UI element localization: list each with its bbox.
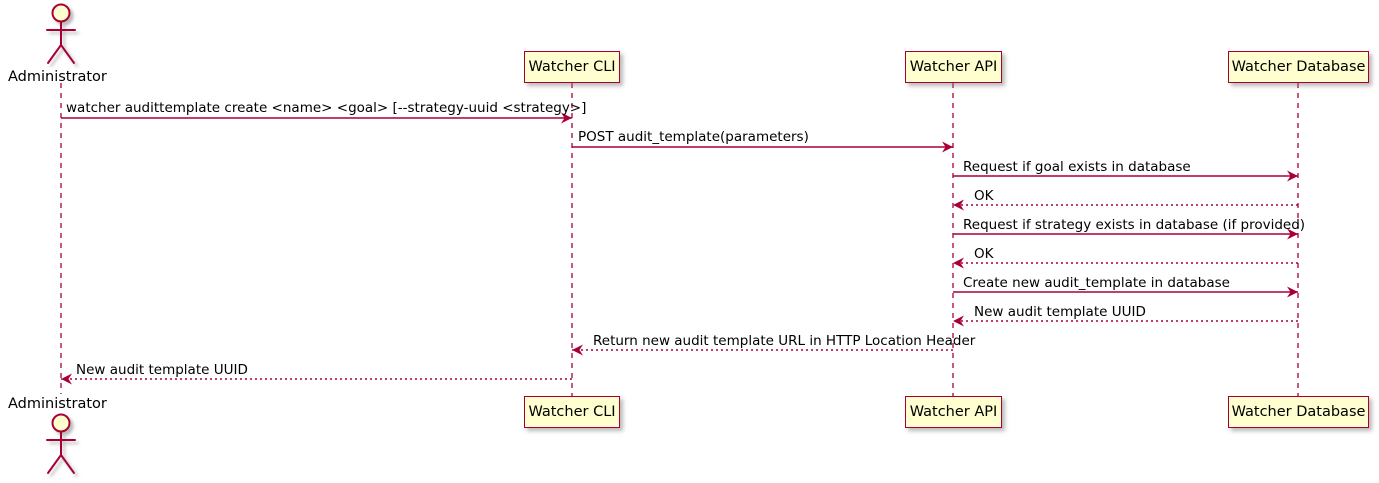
actor-administrator-top — [46, 3, 76, 64]
participant-label-cli-top: Watcher CLI — [528, 59, 616, 75]
message-arrow-7 — [953, 286, 1298, 298]
actor-administrator-bottom — [46, 413, 76, 474]
participant-label-api-top: Watcher API — [909, 59, 998, 75]
participant-box-cli-bottom: Watcher CLI — [524, 396, 620, 428]
message-arrow-4 — [953, 199, 1298, 211]
participant-label-api-bottom: Watcher API — [909, 404, 998, 420]
message-label-3: Request if goal exists in database — [963, 159, 1191, 175]
message-label-5: Request if strategy exists in database (… — [963, 217, 1306, 233]
message-label-8: New audit template UUID — [974, 304, 1146, 320]
participant-label-cli-bottom: Watcher CLI — [528, 404, 616, 420]
participant-label-db-bottom: Watcher Database — [1231, 404, 1366, 420]
actor-figures-group — [46, 3, 76, 474]
message-arrow-8 — [953, 315, 1298, 327]
participant-box-api-bottom: Watcher API — [905, 396, 1002, 428]
message-label-4: OK — [974, 188, 994, 204]
participant-box-api-top: Watcher API — [905, 51, 1002, 83]
participant-box-cli-top: Watcher CLI — [524, 51, 620, 83]
message-arrow-9 — [572, 344, 953, 356]
message-label-9: Return new audit template URL in HTTP Lo… — [593, 333, 976, 349]
lifelines-group — [60, 83, 1299, 396]
message-label-7: Create new audit_template in database — [963, 275, 1230, 291]
message-arrow-10 — [61, 373, 572, 385]
message-arrow-5 — [953, 228, 1298, 240]
message-label-1: watcher audittemplate create <name> <goa… — [66, 100, 587, 116]
actor-label-admin-top: Administrator — [8, 69, 107, 85]
message-arrow-3 — [953, 170, 1298, 182]
message-arrows-group — [61, 112, 1298, 385]
message-arrow-2 — [572, 141, 953, 153]
participant-label-db-top: Watcher Database — [1231, 59, 1366, 75]
message-arrow-6 — [953, 257, 1298, 269]
participant-box-db-top: Watcher Database — [1228, 51, 1369, 83]
participant-box-db-bottom: Watcher Database — [1228, 396, 1369, 428]
message-label-2: POST audit_template(parameters) — [578, 129, 809, 145]
message-arrow-1 — [61, 112, 572, 124]
actor-label-admin-bottom: Administrator — [8, 396, 107, 412]
message-label-10: New audit template UUID — [76, 362, 248, 378]
message-label-6: OK — [974, 246, 994, 262]
